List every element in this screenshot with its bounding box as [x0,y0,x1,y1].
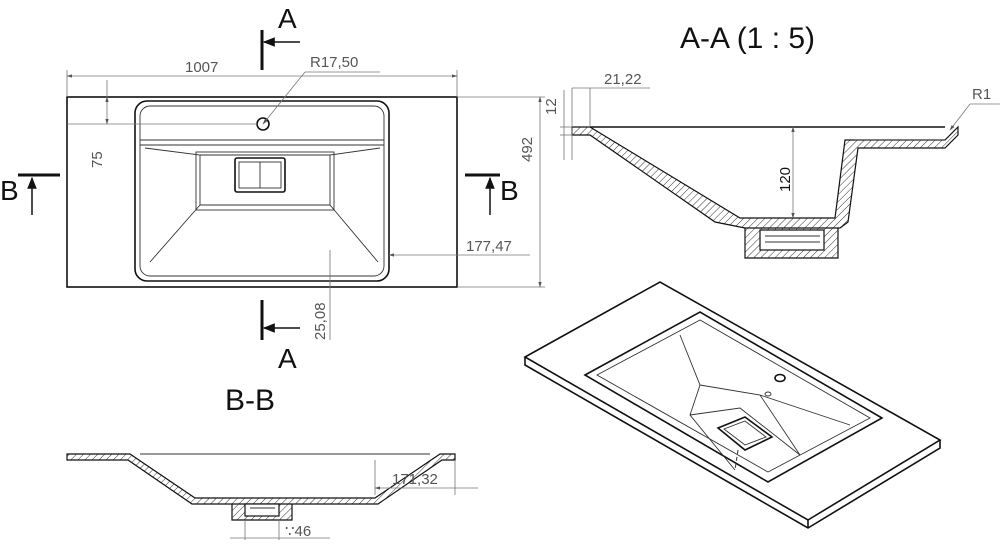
dim-front-offset: 25,08 [312,302,329,340]
dim-width: 1007 [185,59,218,76]
dim-bowl-depth: 120 [777,167,794,192]
iso-tap-hole [774,373,786,383]
dim-drain-diameter: ∵46 [285,523,311,540]
section-aa-title: A-A (1 : 5) [680,22,815,55]
dim-thickness: 12 [543,98,560,115]
basin-inner-rim [139,105,385,277]
section-bb-title: B-B [225,384,275,417]
dim-depth: 492 [519,137,536,162]
dim-r1: R1 [972,86,991,103]
isometric-view [523,281,942,529]
section-aa-profile [571,125,959,229]
dim-side-offset: 177,47 [466,238,512,255]
dim-rim: 21,22 [604,71,642,88]
iso-drain [716,416,774,451]
section-label-a-top: A [278,3,297,34]
section-bb: B-B 171,32 ∵46 [66,384,478,540]
dim-radius: R17,50 [310,54,358,71]
countertop-outline [66,96,458,288]
dim-side-bb: 171,32 [392,471,438,488]
section-aa: A-A (1 : 5) 21,22 12 R1 120 [543,22,1000,259]
drain-square [234,157,286,193]
dim-hole-offset: 75 [89,151,106,168]
top-view: 1007 R17,50 75 492 177,47 25,08 A A B [0,3,545,374]
section-label-a-bottom: A [278,343,297,374]
section-label-b-right: B [500,175,519,206]
section-label-b-left: B [0,175,19,206]
basin-outer [134,100,390,282]
